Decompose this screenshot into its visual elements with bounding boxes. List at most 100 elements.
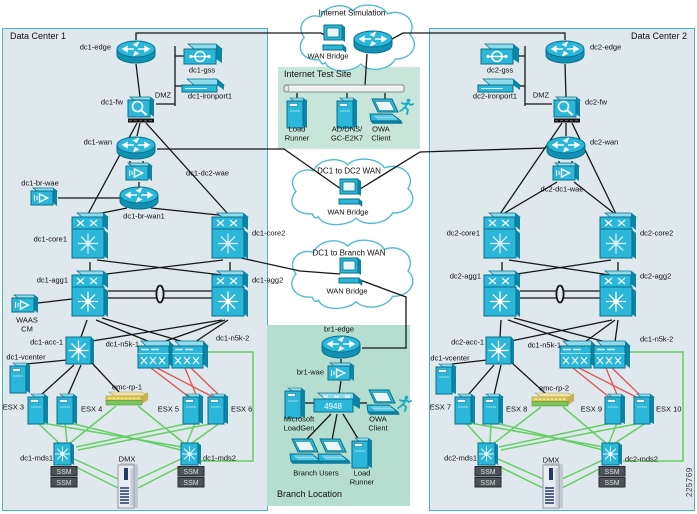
dc2-acc-1-label: dc2-acc-1 xyxy=(451,337,484,347)
link-dc1-acc-1-esx3 xyxy=(40,364,75,396)
dc1-ironport1-icon xyxy=(181,78,225,94)
dc1-n5k-2-icon xyxy=(171,340,209,370)
link-dc1-agg1-dc1-n5k-2 xyxy=(101,317,185,343)
dc1-vcenter-icon xyxy=(9,362,31,394)
dc1-fw-label: dc1-fw xyxy=(100,97,123,107)
link-dc1-n5k-1-esx5 xyxy=(150,367,190,398)
dc1-core2-icon xyxy=(211,212,249,264)
dc1-edge-icon xyxy=(115,38,157,66)
dc1-br-wan1-label: dc1-br-wan1 xyxy=(123,211,165,221)
link-dc2-agg1-dc2-n5k-1 xyxy=(507,319,573,343)
ts-owa-client-label: OWA Client xyxy=(371,124,391,142)
link-esx10-dc2-mds2 xyxy=(614,422,647,444)
link-dc2-mds1-dc2-dmx xyxy=(497,458,544,480)
dc2-acc-1-icon xyxy=(485,336,515,366)
dc2-mds2-icon xyxy=(601,442,623,466)
link-emc-rp-1-dc1-mds1 xyxy=(68,405,117,445)
link-esx5-dc1-mds2 xyxy=(186,422,196,444)
link-dc1-mds2-dc1-dmx xyxy=(137,458,182,480)
branch-location-title: Branch Location xyxy=(277,489,343,499)
link-dc2-acc-1-emc-rp-2 xyxy=(510,361,547,395)
link-dc2-edge-dc2-fw xyxy=(564,63,567,98)
dc2-core2-label: dc2-core2 xyxy=(640,228,674,238)
dc1-edge-label: dc1-edge xyxy=(79,42,111,52)
dc1-dc2-wae-icon xyxy=(125,162,154,184)
link-dc2-acc-1-esx8 xyxy=(493,364,502,396)
link-dc1-acc-1-dc1-vcenter xyxy=(25,359,68,365)
link-br1-4948-branch-users-1 xyxy=(305,413,332,441)
link-dc1-agg2-dc1-n5k-1 xyxy=(162,319,226,343)
emc-rp-2-label: emc-rp-2 xyxy=(538,383,570,393)
link-br1-4948-branch-users-2 xyxy=(331,413,338,441)
dc2-dmx-label: DMX xyxy=(542,455,560,465)
dc1-dc2-wan-title: DC1 to DC2 WAN xyxy=(317,166,381,176)
link-dc1-br-wan1-dc1-core2 xyxy=(150,207,229,217)
link-dc1-n5k-2-dc1-mds2 xyxy=(201,351,254,462)
dc1-agg2-icon xyxy=(211,270,249,322)
internet-wan-bridge-icon xyxy=(321,23,347,55)
link-waas-cm-dc1-agg1 xyxy=(37,298,73,304)
ts-load-runner-label: Load Runner xyxy=(284,124,310,142)
link-wan2-bridge-br1-edge xyxy=(359,279,407,349)
esx9-label: ESX 9 xyxy=(580,404,602,414)
internet-simulation-title: Internet Simulation xyxy=(318,8,386,18)
link-dc2-agg2-dc2-n5k-2 xyxy=(614,319,619,343)
dc2-dmx-icon xyxy=(542,462,564,510)
br1-edge-icon xyxy=(320,333,362,361)
link-dc2-acc-1-dc2-vcenter xyxy=(451,359,488,365)
esx3-icon xyxy=(27,393,49,425)
dc2-dc1-wae-icon xyxy=(552,162,581,184)
link-dc2-agg1-dc2-acc-1 xyxy=(499,319,502,338)
emc-rp-1-label: emc-rp-1 xyxy=(111,382,143,392)
link-emc-rp-2-dc2-mds2 xyxy=(562,406,608,445)
link-dc2-dc1-wae-dc2-core2 xyxy=(573,181,616,215)
dc1-br-wan1-icon xyxy=(118,184,160,212)
link-esx5-dc1-mds1 xyxy=(75,422,191,448)
br-load-runner-icon xyxy=(351,437,373,469)
dc1-branch-wan-title: DC1 to Branch WAN xyxy=(312,248,386,258)
dc1-ironport1-label: dc1-ironport1 xyxy=(187,91,233,101)
link-dc2-edge-internet-cloud xyxy=(391,32,566,40)
dc1-fw-icon xyxy=(126,94,156,124)
link-esx10-dc2-mds1 xyxy=(500,422,642,451)
link-br1-4948-br-load-runner xyxy=(342,413,361,443)
dc2-wan-label: dc2-wan xyxy=(590,137,619,147)
svg-text:SSM: SSM xyxy=(480,469,495,476)
dc1-dmx-label: DMX xyxy=(118,454,136,464)
dc2-fw-icon xyxy=(552,94,582,124)
testsite-bus-icon xyxy=(282,84,406,94)
ts-owa-client-icon xyxy=(362,98,404,126)
esx7-label: ESX 7 xyxy=(429,402,451,412)
link-esx4-dc1-mds1 xyxy=(64,422,68,444)
link-esx6-dc1-mds1 xyxy=(77,422,216,451)
dc1-wan-icon xyxy=(115,134,157,162)
br-owa-client-icon xyxy=(359,389,401,417)
dc2-n5k-1-label: dc1-n5k-1 xyxy=(527,340,561,350)
esx10-icon xyxy=(633,393,655,425)
svg-text:SSM: SSM xyxy=(604,480,619,487)
dc1-dmx-icon xyxy=(117,462,139,510)
link-dc1-n5k-2-esx6 xyxy=(190,367,222,398)
ms-loadgen-label: Microsoft LoadGen xyxy=(283,414,315,432)
esx4-label: ESX 4 xyxy=(81,404,103,414)
link-dc1-mds1-dc1-dmx xyxy=(73,465,119,489)
br1-edge-label: br1-edge xyxy=(323,324,355,334)
link-dc1-wan-wan1-bridge xyxy=(157,148,342,190)
dmz2-label-label: DMZ xyxy=(532,90,550,100)
br1-wae-label: br1-wae xyxy=(296,367,324,377)
dc1-branch-wan-cloud xyxy=(282,237,422,314)
dc2-gss-icon xyxy=(480,42,520,70)
dc1-core1-icon xyxy=(71,212,109,264)
link-esx8-dc2-mds1 xyxy=(489,422,492,444)
link-dc2-mds2-dc2-dmx xyxy=(561,465,606,489)
dc1-n5k-2-label: dc1-n5k-2 xyxy=(216,333,250,343)
svg-text:SSM: SSM xyxy=(56,469,71,476)
ts-runner-icon xyxy=(398,98,414,116)
link-dc2-fw-dc2-core1 xyxy=(499,122,563,215)
link-dc2-dc1-wae-dc2-core1 xyxy=(502,181,558,215)
branch-users-2-icon xyxy=(310,438,352,466)
dc1-br-wae-icon xyxy=(30,187,59,209)
